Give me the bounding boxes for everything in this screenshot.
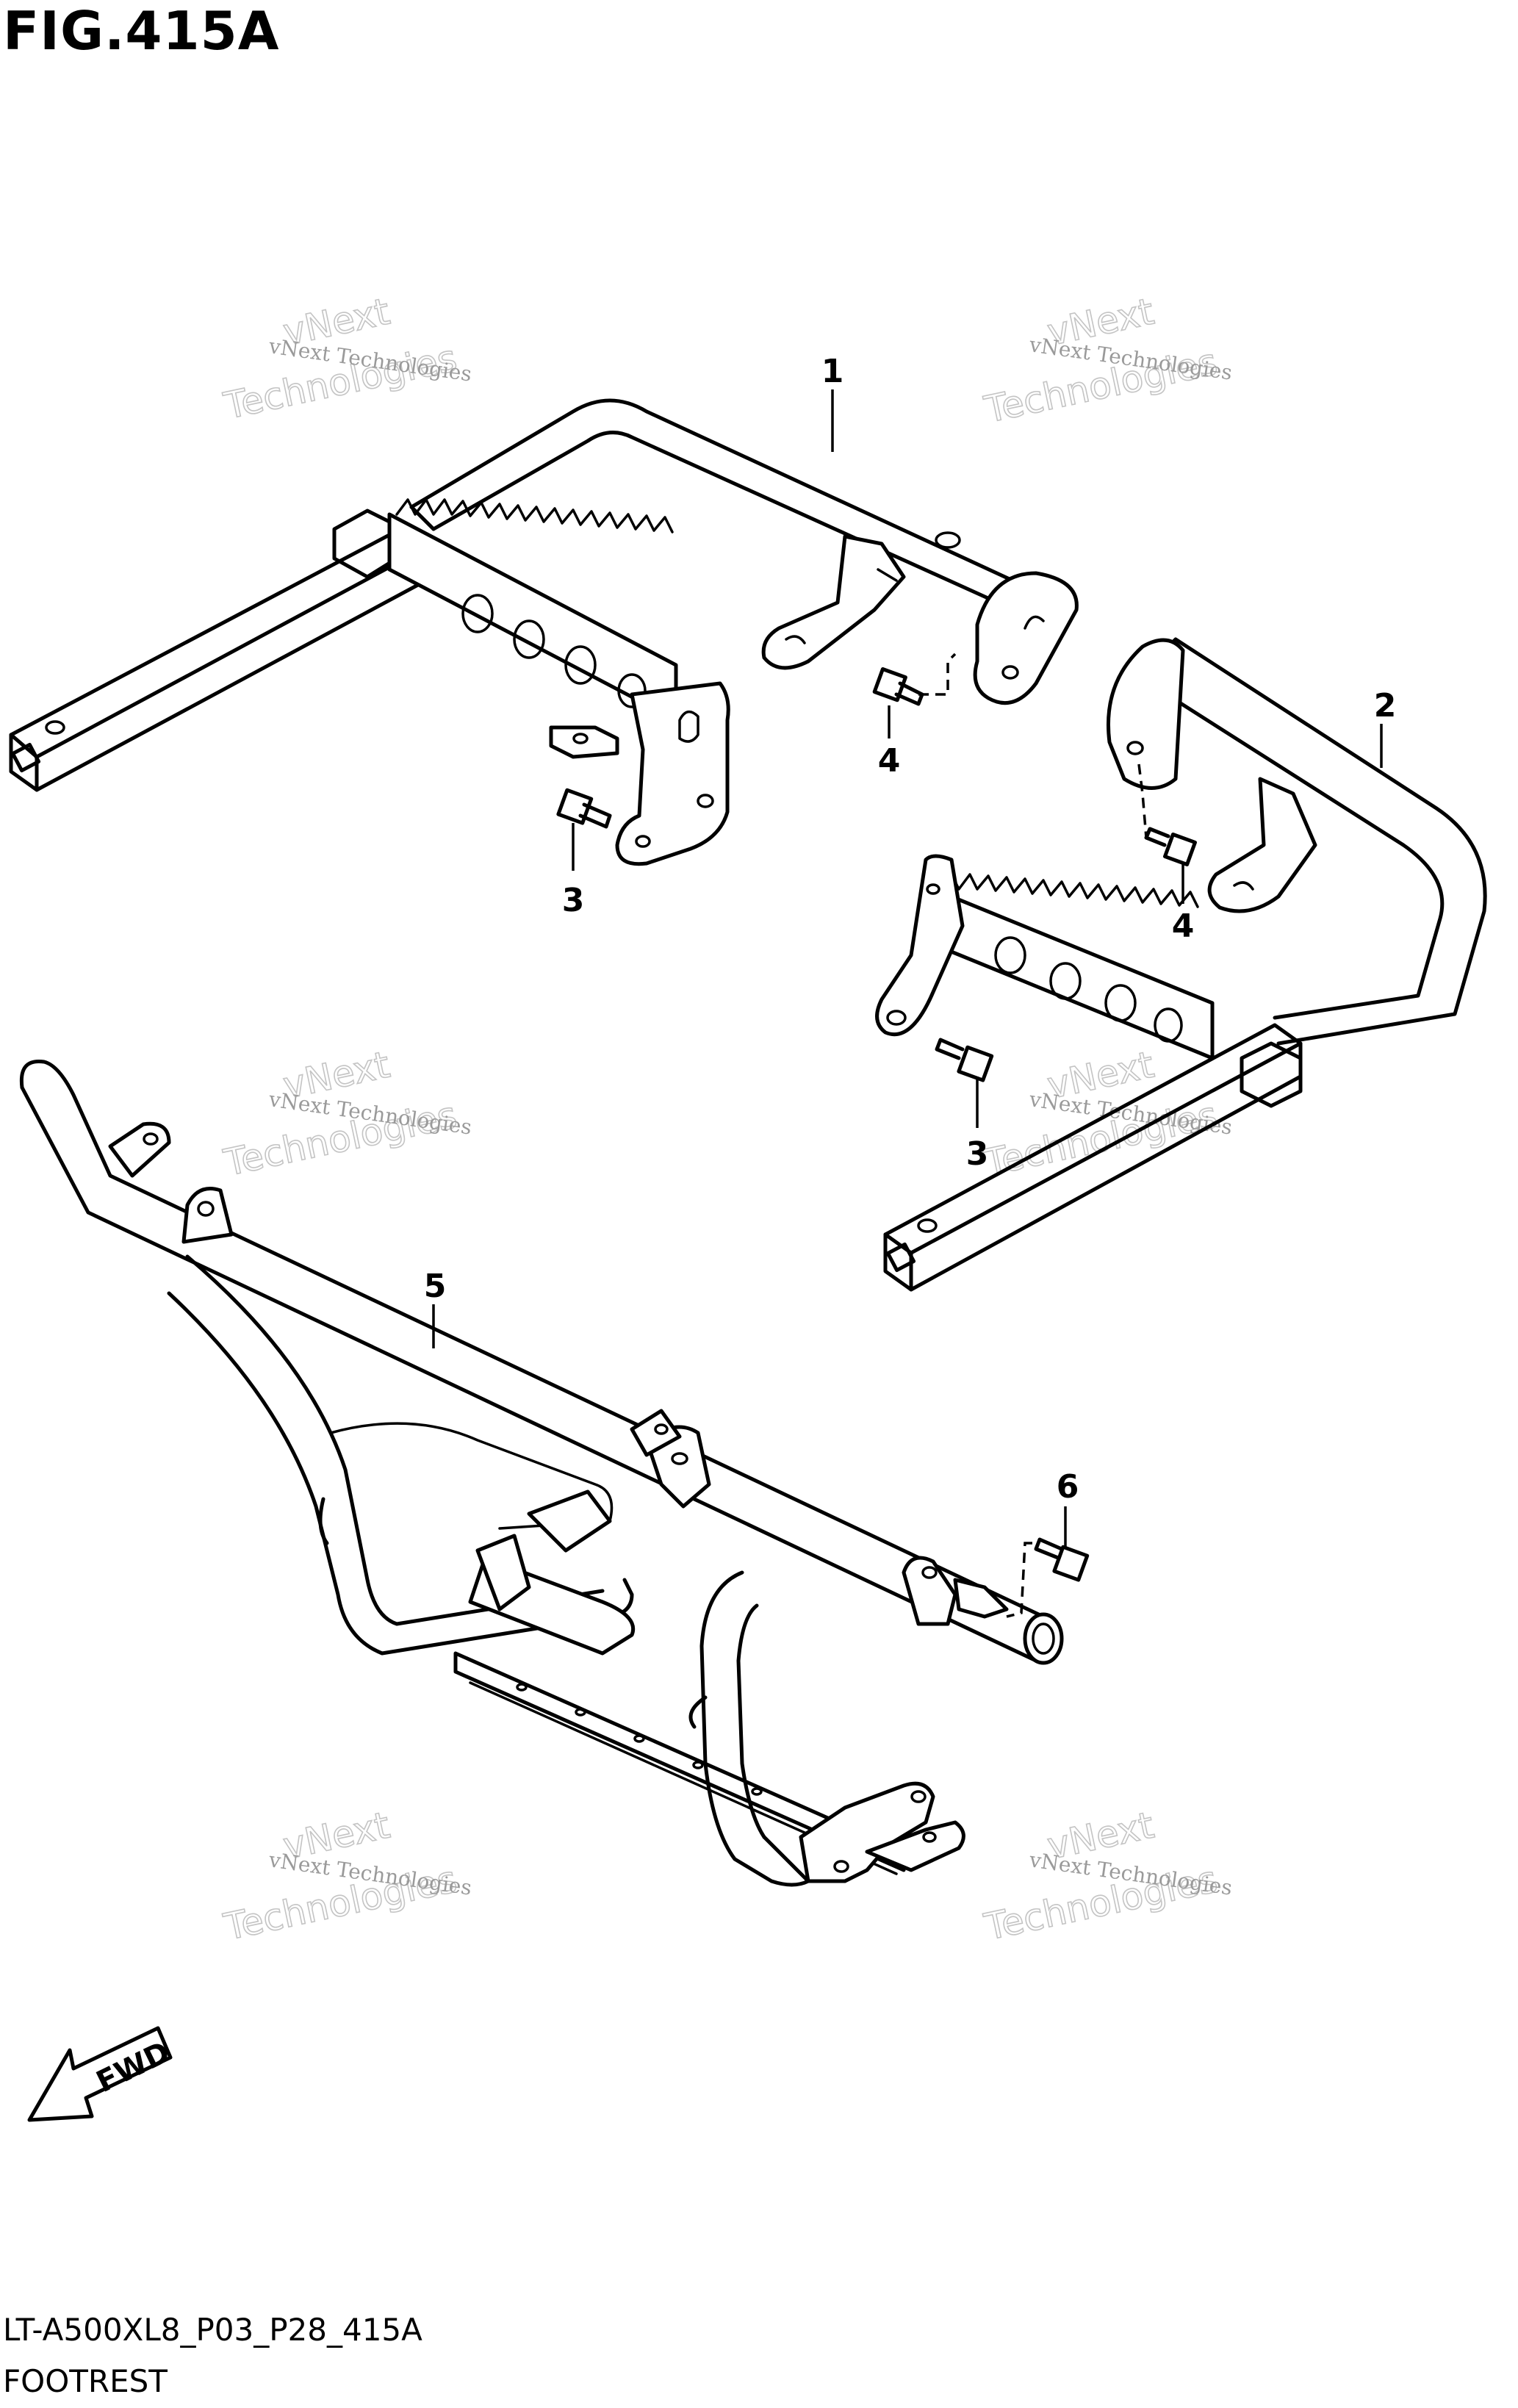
callout-part-4-right: 4	[1172, 908, 1195, 945]
fwd-arrow-icon: FWD	[27, 2026, 175, 2122]
bolt-4-right	[1144, 827, 1198, 867]
callout-part-6: 6	[1057, 1468, 1079, 1506]
bolt-4-left	[872, 666, 924, 706]
watermark-bottom-left: Technologies vNext vNext Technologies	[220, 1803, 473, 1949]
footrest-frame-part-5	[19, 1059, 1064, 1887]
diagram-code: LT-A500XL8_P03_P28_415A	[3, 2312, 422, 2348]
diagram-name: FOOTREST	[3, 2363, 168, 2399]
bolt-3-left	[556, 788, 612, 829]
callout-part-5: 5	[424, 1268, 447, 1305]
watermark-top-right: Technologies vNext vNext Technologies	[980, 290, 1234, 432]
footrest-bar-right-part-2	[875, 637, 1487, 1292]
callout-leaders	[432, 389, 1383, 1547]
dashed-fastening-lines	[918, 653, 1148, 1618]
callout-part-3-right: 3	[966, 1135, 989, 1173]
watermark-top-left: Technologies vNext vNext Technologies	[220, 290, 473, 428]
watermark-bottom-right: Technologies vNext vNext Technologies	[980, 1803, 1234, 1949]
figure-title: FIG.415A	[3, 0, 280, 62]
footrest-bar-left-part-1	[9, 398, 1079, 866]
bolt-6	[1034, 1537, 1090, 1582]
callout-part-1: 1	[821, 353, 844, 390]
watermark-middle-left: Technologies vNext vNext Technologies	[220, 1043, 473, 1185]
callout-part-3-left: 3	[562, 882, 585, 919]
callout-part-4-left: 4	[878, 742, 901, 780]
callout-part-2: 2	[1374, 687, 1397, 725]
bolt-3-right	[935, 1038, 994, 1082]
